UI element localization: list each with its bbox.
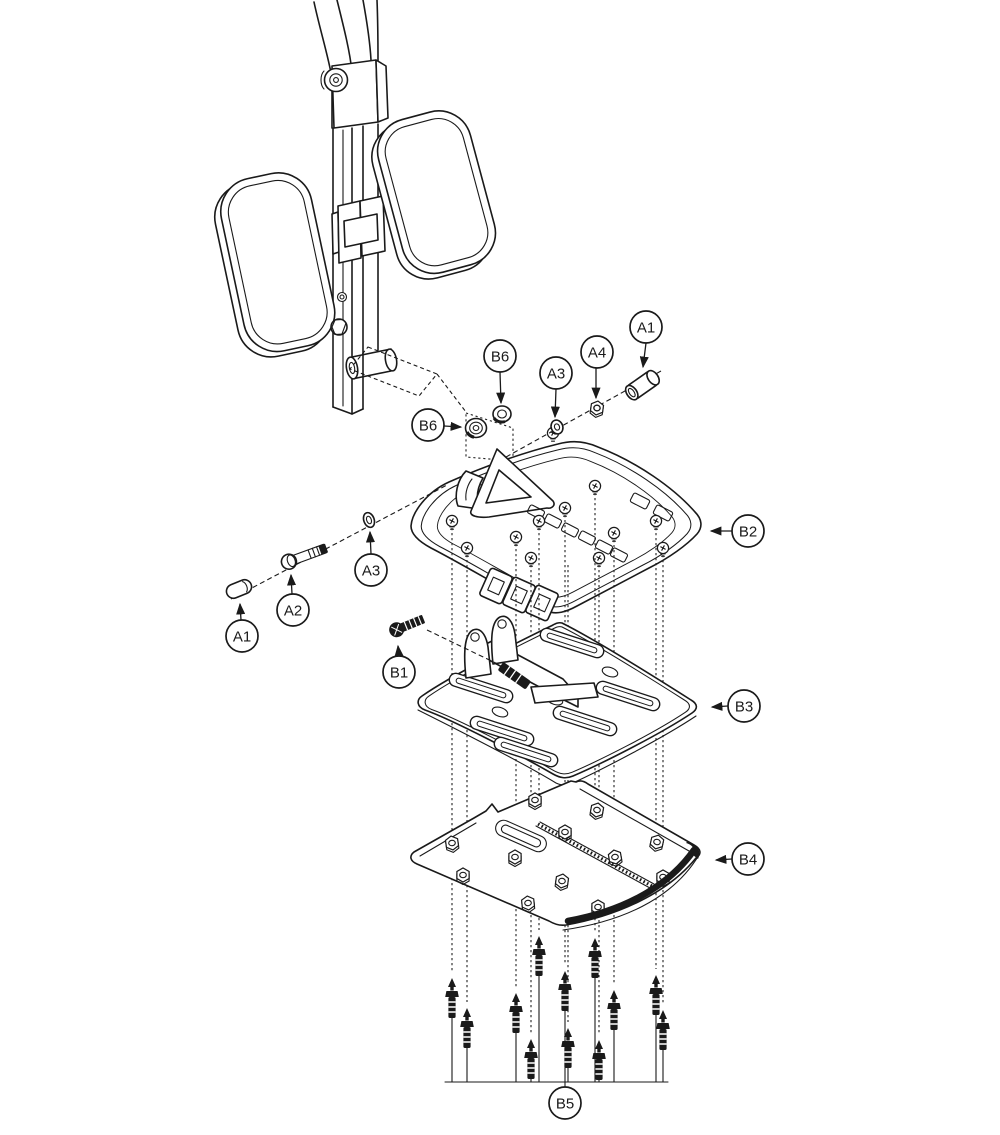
svg-text:A3: A3 [362, 563, 380, 580]
b6-bushing-side-icon [464, 417, 488, 439]
pivot-pin-icon [498, 662, 531, 689]
footrest-hanger [213, 0, 514, 462]
svg-text:B4: B4 [739, 852, 757, 869]
hardware-left-group [225, 484, 448, 600]
callout-b6-upper[interactable]: B6 [483, 339, 517, 405]
svg-text:B2: B2 [739, 524, 757, 541]
a1-plug-icon [225, 578, 253, 600]
pivot-bracket [463, 615, 599, 708]
svg-text:A1: A1 [637, 320, 655, 337]
callouts: B6 A3 A4 A1 B6 B2 A3 [225, 310, 765, 1120]
callout-b1[interactable]: B1 [382, 644, 416, 689]
mounting-screws-b5 [444, 935, 671, 1088]
footplate-front-tabs [479, 567, 559, 622]
callout-a3-lower[interactable]: A3 [354, 530, 388, 587]
svg-text:B1: B1 [390, 665, 408, 682]
svg-text:B6: B6 [419, 418, 437, 435]
callout-b2[interactable]: B2 [709, 514, 765, 548]
a1-spacer-icon [624, 369, 661, 401]
callout-a2[interactable]: A2 [276, 573, 310, 627]
footplate-latch-handle [455, 448, 555, 519]
b1-bolt [389, 614, 505, 668]
callout-a4[interactable]: A4 [580, 335, 614, 400]
svg-text:A2: A2 [284, 603, 302, 620]
mounting-plane-dashed [349, 346, 514, 462]
svg-text:A4: A4 [588, 345, 606, 362]
callout-a3-upper[interactable]: A3 [539, 356, 573, 419]
callout-b3[interactable]: B3 [710, 689, 761, 723]
svg-text:B6: B6 [491, 349, 509, 366]
calf-pad-left [213, 172, 336, 358]
hanger-bolt-icon [330, 318, 348, 336]
callout-a1-lower[interactable]: A1 [225, 602, 259, 653]
callout-b6-side[interactable]: B6 [411, 408, 463, 442]
hardware-top-group [464, 369, 662, 458]
a4-nut-icon [589, 399, 605, 419]
hanger-pivot-pin [345, 348, 398, 380]
b6-bushing-upper-icon [492, 405, 512, 424]
footplate-mid-plate-b3 [417, 615, 698, 786]
hanger-clamp-knob-icon [320, 67, 349, 93]
hanger-hinge [331, 195, 386, 264]
callout-b5[interactable]: B5 [548, 1086, 582, 1120]
footplate-top-frame-b2 [410, 440, 702, 622]
svg-text:A3: A3 [547, 366, 565, 383]
svg-text:A1: A1 [233, 629, 251, 646]
svg-text:B5: B5 [556, 1096, 574, 1113]
footplate-bottom-plate-b4 [410, 780, 701, 931]
calf-pad-right [371, 110, 497, 280]
callout-a1-upper[interactable]: A1 [629, 310, 663, 369]
a3-washer-upper-icon [550, 419, 564, 435]
plate-slot [495, 819, 547, 853]
callout-b4[interactable]: B4 [714, 842, 765, 876]
a2-bolt-icon [280, 543, 329, 570]
svg-text:B3: B3 [735, 699, 753, 716]
a3-washer-lower-icon [362, 511, 376, 529]
